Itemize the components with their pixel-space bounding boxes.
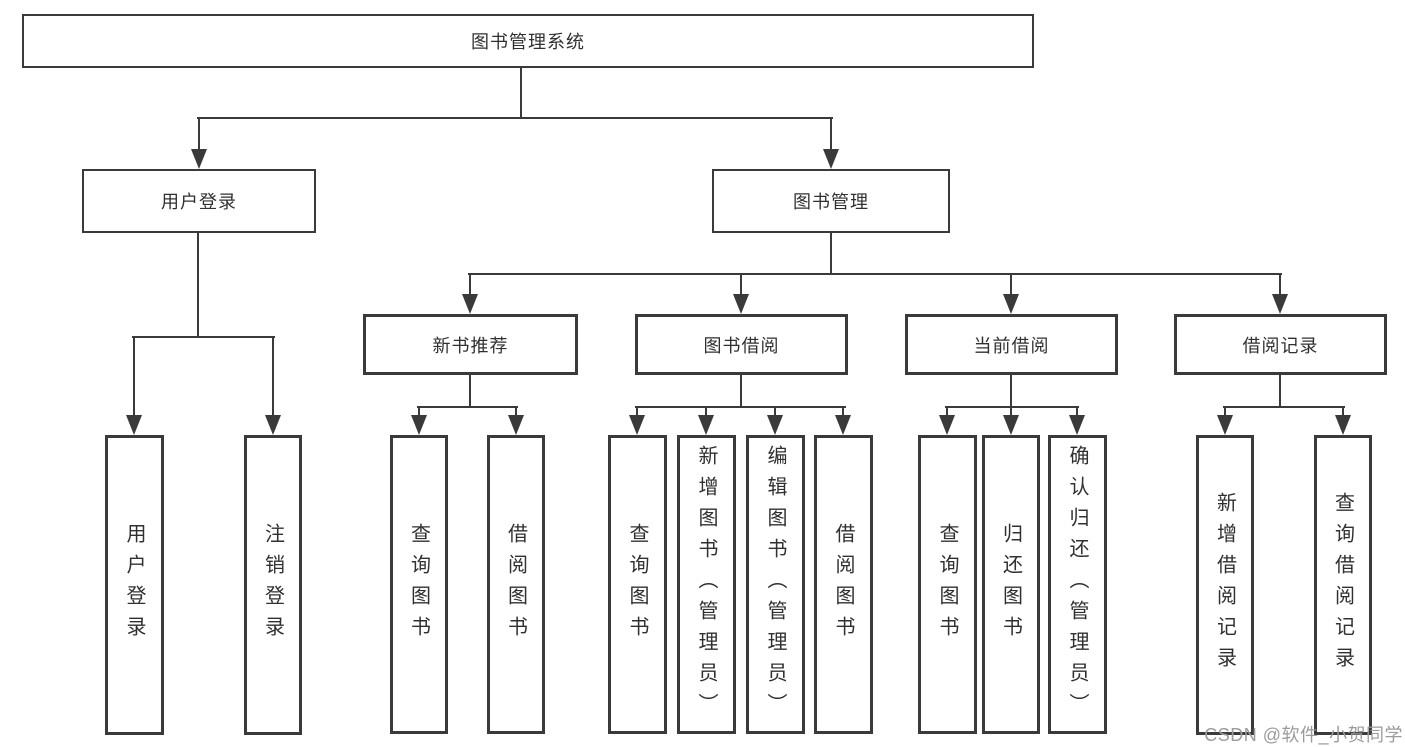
connector-rail <box>1223 406 1345 408</box>
arrowhead <box>126 415 142 435</box>
connector-drop <box>1279 273 1281 298</box>
connector-drop <box>1342 406 1344 419</box>
arrowhead <box>1272 294 1288 314</box>
connector-stem <box>520 68 522 119</box>
arrowhead <box>698 415 714 435</box>
connector-stem <box>469 375 471 408</box>
connector-drop <box>705 406 707 419</box>
connector-rail <box>945 406 1079 408</box>
connector-drop <box>1010 406 1012 419</box>
arrowhead <box>823 149 839 169</box>
connector-drop <box>133 336 135 419</box>
node-borrow-edit-books-admin: 编辑图书（管理员） <box>746 435 805 734</box>
node-current-confirm-return-admin: 确认归还（管理员） <box>1048 435 1107 734</box>
arrowhead <box>939 415 955 435</box>
connector-rail <box>468 273 1282 275</box>
node-book-borrowing: 图书借阅 <box>635 314 848 375</box>
connector-drop <box>842 406 844 419</box>
node-logout-leaf: 注销登录 <box>244 435 302 735</box>
connector-drop <box>272 336 274 419</box>
connector-drop <box>636 406 638 419</box>
node-library-management-system: 图书管理系统 <box>22 14 1034 68</box>
node-user-login: 用户登录 <box>82 169 316 233</box>
connector-stem <box>197 233 199 338</box>
node-borrow-add-books-admin: 新增图书（管理员） <box>677 435 736 734</box>
node-records-query-record: 查询借阅记录 <box>1314 435 1372 735</box>
node-current-query-books: 查询图书 <box>918 435 977 734</box>
node-borrow-query-books: 查询图书 <box>608 435 667 734</box>
node-borrowing-records: 借阅记录 <box>1174 314 1387 375</box>
node-current-borrowing: 当前借阅 <box>905 314 1118 375</box>
connector-drop <box>1224 406 1226 419</box>
arrowhead <box>733 294 749 314</box>
connector-drop <box>1010 273 1012 298</box>
arrowhead <box>1217 415 1233 435</box>
connector-drop <box>469 273 471 298</box>
arrowhead <box>508 415 524 435</box>
connector-stem <box>740 375 742 408</box>
node-book-management: 图书管理 <box>712 169 950 233</box>
arrowhead <box>1003 415 1019 435</box>
connector-stem <box>1010 375 1012 408</box>
connector-drop <box>774 406 776 419</box>
connector-rail <box>635 406 846 408</box>
node-new-book-recommendation: 新书推荐 <box>363 314 578 375</box>
connector-drop <box>946 406 948 419</box>
node-records-add-record: 新增借阅记录 <box>1196 435 1254 735</box>
node-current-return-books: 归还图书 <box>982 435 1040 734</box>
node-borrow-borrow-books: 借阅图书 <box>814 435 873 734</box>
connector-stem <box>1279 375 1281 408</box>
connector-drop <box>515 406 517 419</box>
connector-drop <box>1076 406 1078 419</box>
arrowhead <box>767 415 783 435</box>
arrowhead <box>629 415 645 435</box>
node-recommend-borrow-books: 借阅图书 <box>487 435 545 734</box>
arrowhead <box>462 294 478 314</box>
connector-drop <box>418 406 420 419</box>
watermark: CSDN @软件_小贺同学 <box>1204 725 1403 745</box>
connector-drop <box>198 117 200 153</box>
node-user-login-leaf: 用户登录 <box>105 435 164 735</box>
node-recommend-query-books: 查询图书 <box>390 435 448 734</box>
arrowhead <box>265 415 281 435</box>
arrowhead <box>835 415 851 435</box>
connector-stem <box>830 233 832 275</box>
connector-rail <box>197 117 833 119</box>
arrowhead <box>191 149 207 169</box>
connector-drop <box>830 117 832 153</box>
arrowhead <box>411 415 427 435</box>
connector-rail <box>417 406 518 408</box>
connector-rail <box>132 336 275 338</box>
connector-drop <box>740 273 742 298</box>
arrowhead <box>1069 415 1085 435</box>
arrowhead <box>1335 415 1351 435</box>
arrowhead <box>1003 294 1019 314</box>
